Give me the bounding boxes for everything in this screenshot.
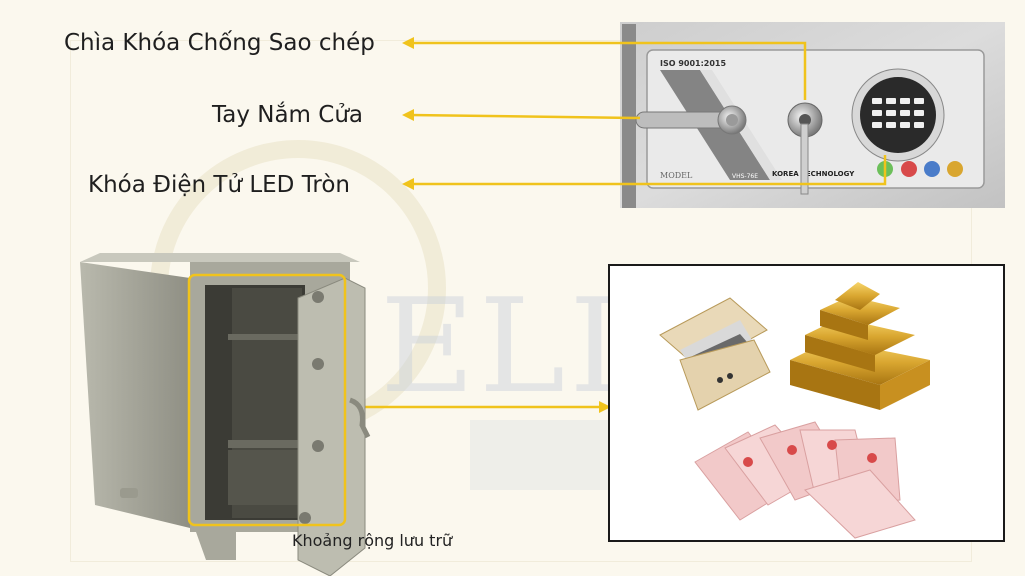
key-lock-icon: [787, 102, 823, 195]
iso-text: ISO 9001:2015: [660, 59, 726, 68]
arrow-key-lock: [410, 41, 807, 100]
door-handle-icon: [635, 105, 747, 135]
book-safe-icon: [659, 297, 771, 411]
caption-storage: Khoảng rộng lưu trữ: [292, 531, 453, 550]
contents-box: [608, 264, 1005, 542]
open-safe-illustration: [80, 253, 371, 576]
arrow-head-handle: [402, 109, 414, 121]
arrow-handle: [409, 113, 641, 120]
arrow-electronic-lock: [410, 155, 887, 186]
gold-bars-icon: [790, 282, 930, 410]
callout-arrows: [365, 41, 887, 409]
label-key-lock: Chìa Khóa Chống Sao chép: [64, 30, 375, 56]
lock-panel-photo: ISO 9001:2015 MODEL VHS-76E KOREA TECHNO…: [620, 22, 1005, 208]
electronic-keypad-icon: [851, 68, 963, 177]
arrow-head-electronic-lock: [402, 178, 414, 190]
model-code-text: VHS-76E: [732, 173, 758, 180]
documents-icon: [694, 421, 916, 539]
arrow-head-key-lock: [402, 37, 414, 49]
storage-highlight-box: [187, 273, 347, 527]
label-electronic-lock: Khóa Điện Tử LED Tròn: [88, 172, 350, 198]
label-handle: Tay Nắm Cửa: [212, 102, 364, 128]
arrow-head-storage: [599, 401, 611, 413]
model-text: MODEL: [660, 171, 693, 180]
brand-text: KOREA TECHNOLOGY: [772, 170, 855, 178]
